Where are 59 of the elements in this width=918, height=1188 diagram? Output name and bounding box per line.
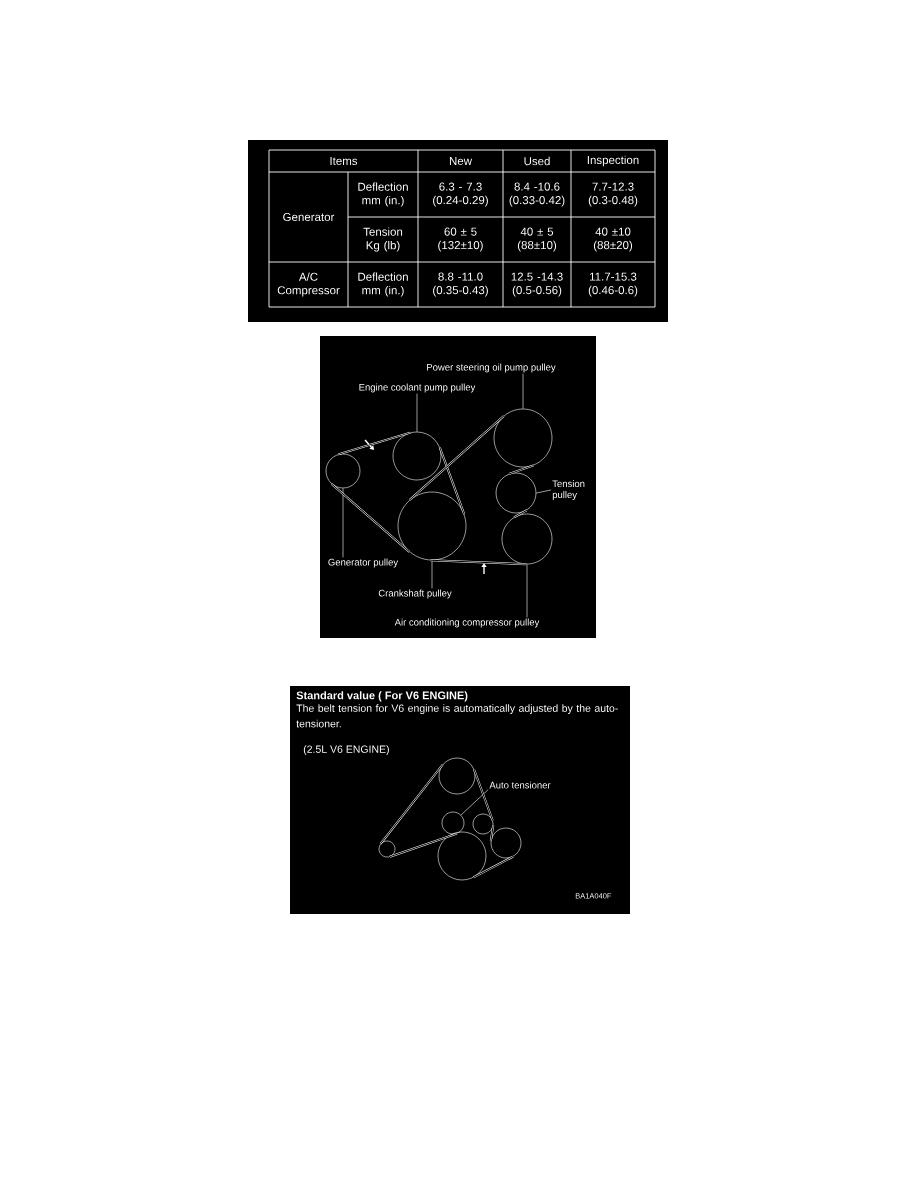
pulley xyxy=(441,811,465,835)
table-cell: Generator xyxy=(283,212,335,222)
pulley-label: Tension pulley xyxy=(552,480,585,500)
table-cell: 7.7-12.3 (0.3-0.48) xyxy=(588,182,638,207)
belt xyxy=(513,509,528,519)
paragraph: The belt tension for V6 engine is automatically adjusted by the auto-tensioner. xyxy=(296,704,618,728)
leader-line xyxy=(460,789,489,816)
diagram-caption: (2.5L V6 ENGINE) xyxy=(303,745,389,755)
table-cell: Tension Kg (lb) xyxy=(363,227,403,252)
leader-line xyxy=(526,564,528,618)
table-cell: 6.3 - 7.3 (0.24-0.29) xyxy=(433,182,488,207)
table-cell: Used xyxy=(524,156,550,166)
belt xyxy=(473,768,494,822)
belt xyxy=(379,763,444,845)
table-cell: 12.5 -14.3 (0.5-0.56) xyxy=(511,272,563,297)
pulley-label: Engine coolant pump pulley xyxy=(359,383,476,393)
belt xyxy=(508,464,535,475)
table-cell: 8.4 -10.6 (0.33-0.42) xyxy=(509,182,565,207)
belt xyxy=(438,446,466,516)
pulley xyxy=(490,827,522,859)
pulley xyxy=(495,472,537,514)
leader-line xyxy=(536,489,552,494)
table-cell: Deflection mm (in.) xyxy=(358,182,408,207)
table-cell: 8.8 -11.0 (0.35-0.43) xyxy=(433,272,488,297)
table-cell: New xyxy=(449,157,473,165)
pulley xyxy=(378,840,396,858)
table-cell: 40 ± 5 (88±10) xyxy=(517,227,557,252)
pulley xyxy=(397,491,467,561)
pulley-label: Air conditioning compressor pulley xyxy=(394,618,540,628)
table-cell: 60 ± 5 (132±10) xyxy=(438,227,483,252)
belt xyxy=(330,483,411,553)
belt xyxy=(489,824,495,843)
pulley xyxy=(438,757,476,795)
pulley xyxy=(325,453,361,489)
pulley xyxy=(437,831,487,881)
table-cell: 40 ±10 (88±20) xyxy=(593,227,633,252)
pulley-label: Crankshaft pulley xyxy=(378,589,452,599)
table-cell: 11.7-15.3 (0.46-0.6) xyxy=(588,272,638,297)
pulley xyxy=(392,431,442,481)
leader-line xyxy=(342,488,344,558)
table-cell: Items xyxy=(330,157,358,165)
leader-line xyxy=(416,393,418,432)
belt xyxy=(472,855,515,879)
table-cell: A/C Compressor xyxy=(277,272,340,297)
pulley-label: Auto tensioner xyxy=(489,781,551,789)
belt xyxy=(337,431,412,456)
belt xyxy=(408,414,505,502)
pulley xyxy=(493,408,553,468)
pulley xyxy=(501,513,553,565)
pulley-label: Generator pulley xyxy=(328,558,399,568)
table-cell: Inspection xyxy=(587,155,639,167)
pulley-label: Power steering oil pump pulley xyxy=(427,363,556,373)
belt xyxy=(429,559,528,566)
table-cell: Deflection mm (in.) xyxy=(358,272,408,297)
leader-line xyxy=(522,373,524,409)
pulley xyxy=(472,813,494,835)
belt xyxy=(388,832,458,858)
heading: Standard value ( For V6 ENGINE) xyxy=(296,691,468,702)
leader-line xyxy=(431,560,433,589)
